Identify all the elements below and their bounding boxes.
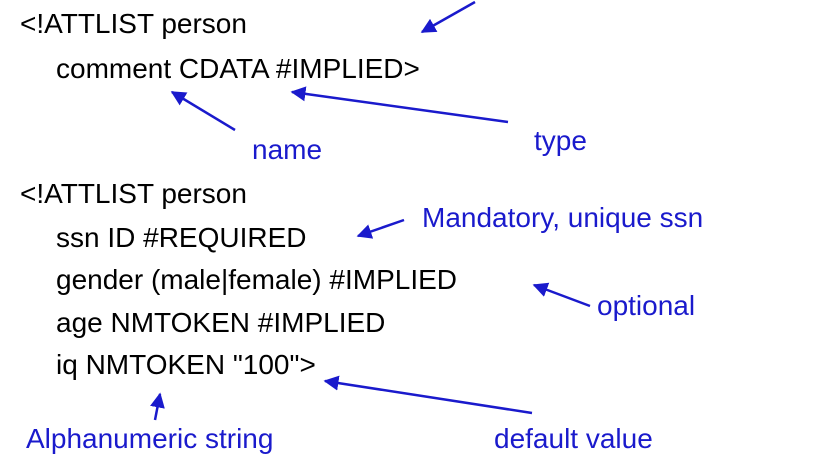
top-arrow	[420, 0, 476, 34]
optional-arrow	[532, 282, 591, 308]
attlist-declaration-2-line: <!ATTLIST person	[20, 178, 247, 209]
type-arrow	[290, 86, 509, 124]
attlist-declaration-1-line: <!ATTLIST person	[20, 8, 247, 39]
gender-attribute-line: gender (male|female) #IMPLIED	[56, 264, 457, 295]
ssn-attribute-line: ssn ID #REQUIRED	[56, 222, 307, 253]
mandatory-arrow	[356, 218, 405, 239]
name-arrow	[170, 90, 236, 132]
default-value-annotation: default value	[494, 423, 653, 454]
alphanumeric-arrow	[150, 392, 165, 421]
type-annotation: type	[534, 125, 587, 156]
alphanumeric-annotation: Alphanumeric string	[26, 423, 274, 454]
mandatory-annotation: Mandatory, unique ssn	[422, 202, 704, 233]
iq-attribute-line: iq NMTOKEN "100">	[56, 349, 316, 380]
age-attribute-line: age NMTOKEN #IMPLIED	[56, 307, 386, 338]
comment-attribute-line: comment CDATA #IMPLIED>	[56, 53, 420, 84]
default-value-arrow	[323, 375, 533, 415]
name-annotation: name	[252, 134, 323, 165]
optional-annotation: optional	[597, 290, 696, 321]
